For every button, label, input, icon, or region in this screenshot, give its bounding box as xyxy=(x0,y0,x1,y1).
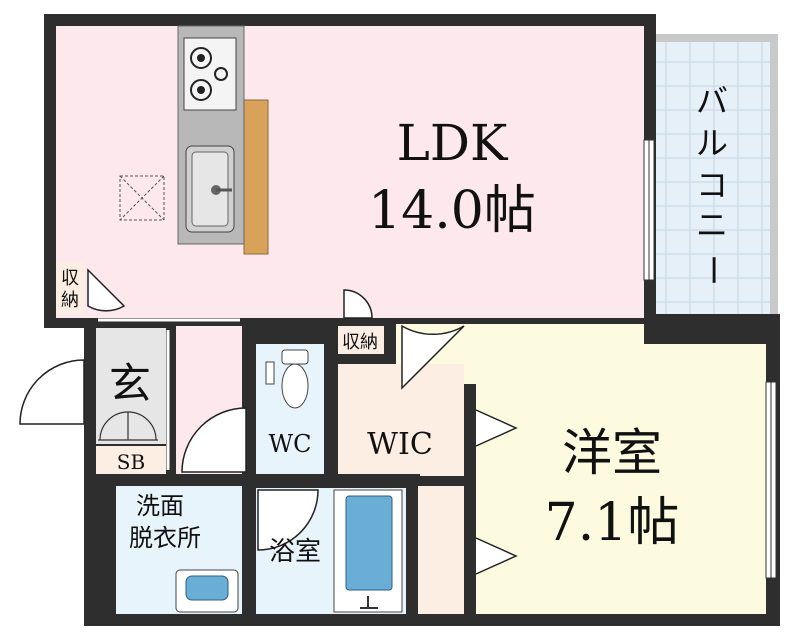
western-floor xyxy=(476,344,766,614)
washroom-label-line2: 脱衣所 xyxy=(129,524,201,552)
bathtub-icon xyxy=(333,489,403,613)
ldk-size: 14.0帖 xyxy=(368,181,536,241)
western-window xyxy=(765,381,777,579)
shoebox-floor xyxy=(96,446,166,474)
balcony xyxy=(646,34,778,336)
entrance-door-icon xyxy=(19,359,85,425)
kitchen xyxy=(177,25,269,255)
ceiling-hatch-icon xyxy=(119,175,165,221)
shoebox-label: SB xyxy=(117,450,145,474)
ldk-name: LDK xyxy=(397,114,509,172)
wc-door-icon xyxy=(181,407,247,473)
storage-left-label-line2: 納 xyxy=(61,290,79,311)
wic-closet-floor xyxy=(418,486,464,614)
bath-door-icon xyxy=(257,489,319,551)
stove-icon xyxy=(183,37,237,111)
ldk-floor xyxy=(56,26,644,318)
shoebox-fan-icon xyxy=(98,411,158,441)
western-name: 洋室 xyxy=(562,424,662,482)
storage-mid-floor xyxy=(338,326,384,354)
entrance-label: 玄 xyxy=(109,359,151,408)
storage-left-label-line1: 収 xyxy=(61,268,79,289)
ldk-window xyxy=(643,139,655,281)
closet-door-lower-icon xyxy=(475,537,518,575)
storage-left-floor xyxy=(56,262,84,314)
western-size: 7.1帖 xyxy=(545,493,680,553)
wic-label: WIC xyxy=(367,427,433,462)
interior-walls xyxy=(96,340,476,614)
balcony-char-0: バ xyxy=(696,82,728,120)
storage-left-door-icon xyxy=(87,268,126,312)
doors xyxy=(19,268,518,575)
balcony-char-2: コ xyxy=(696,166,728,204)
balcony-char-4: ー xyxy=(694,254,732,286)
wc-label: WC xyxy=(268,430,311,458)
balcony-char-3: ニ xyxy=(696,206,728,244)
washroom-label-line1: 洗面 xyxy=(136,492,184,520)
storage-mid-door-icon xyxy=(343,289,373,319)
closet-door-upper-icon xyxy=(475,409,518,447)
hall-tracks xyxy=(98,318,240,470)
balcony-label: バ ル コ ニ ー xyxy=(694,82,732,286)
balcony-char-1: ル xyxy=(696,124,728,162)
washbasin-icon xyxy=(175,569,239,613)
wic-floor xyxy=(338,364,464,476)
entrance-floor xyxy=(96,328,166,444)
western-door-icon xyxy=(401,324,465,390)
bath-label: 浴室 xyxy=(269,537,321,567)
storage-mid-label: 収納 xyxy=(342,332,378,353)
toilet-icon xyxy=(265,349,309,409)
